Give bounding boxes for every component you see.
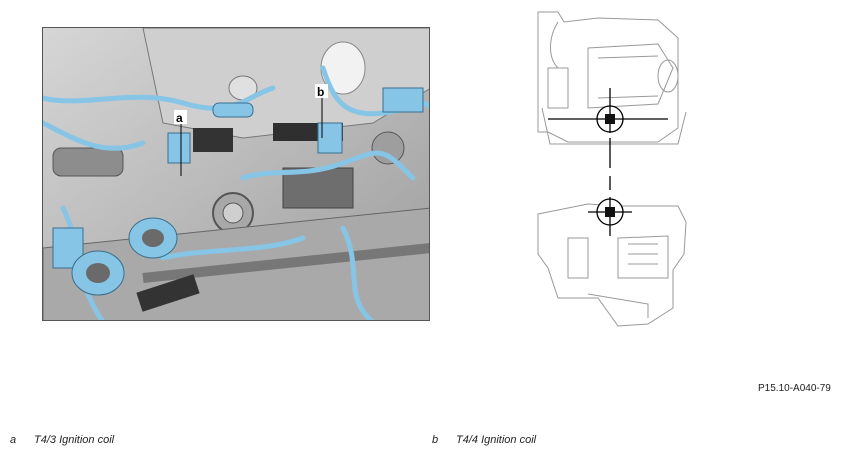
callout-a: a xyxy=(176,111,183,125)
legend-key: b xyxy=(432,434,439,446)
legend-key: a xyxy=(10,434,17,446)
legend-text: T4/3 Ignition coil xyxy=(34,434,115,446)
engine-photo: a b xyxy=(42,27,430,321)
legend-item-a: a T4/3 Ignition coil xyxy=(10,434,114,446)
figure-reference-code: P15.10-A040-79 xyxy=(758,383,831,394)
legend-text: T4/4 Ignition coil xyxy=(456,434,537,446)
locator-diagram xyxy=(528,8,700,336)
legend-item-b: b T4/4 Ignition coil xyxy=(432,434,536,446)
callout-b: b xyxy=(317,85,324,99)
